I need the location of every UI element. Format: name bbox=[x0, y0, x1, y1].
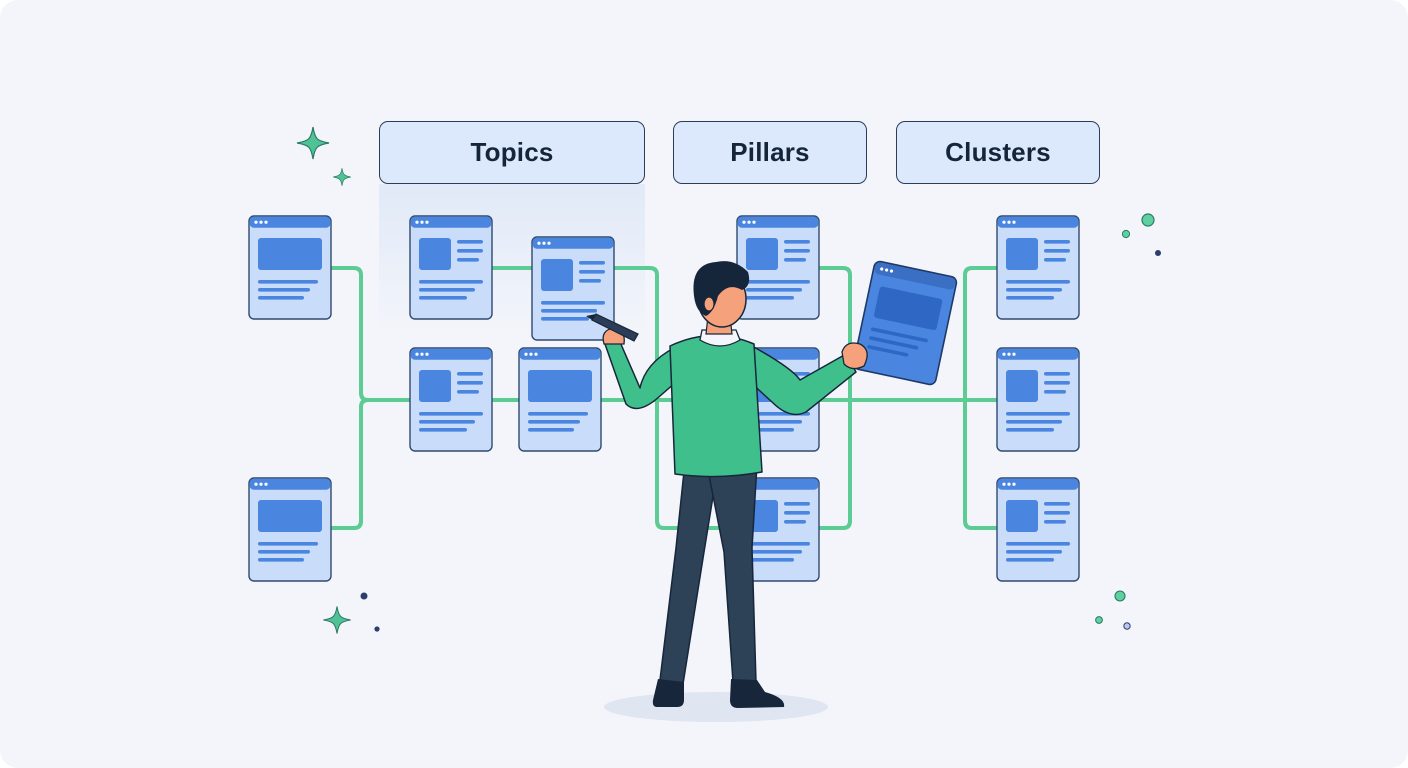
topics-header: Topics bbox=[379, 121, 645, 184]
right-hand bbox=[841, 342, 868, 370]
right-arm bbox=[747, 345, 857, 416]
sparkle-icon bbox=[296, 126, 330, 160]
dot-icon bbox=[374, 626, 380, 632]
left-shoe bbox=[652, 679, 684, 707]
browser-page-icon bbox=[409, 215, 493, 320]
browser-page-icon bbox=[248, 215, 332, 320]
torso bbox=[669, 334, 763, 478]
browser-page-icon bbox=[996, 477, 1080, 582]
ear bbox=[703, 296, 715, 312]
person-figure bbox=[586, 260, 958, 722]
pillars-header: Pillars bbox=[673, 121, 867, 184]
dot-icon bbox=[1141, 213, 1155, 227]
dot-icon bbox=[1155, 250, 1161, 256]
sparkle-icon bbox=[332, 167, 352, 187]
dot-icon bbox=[1095, 616, 1103, 624]
decorations bbox=[296, 126, 1161, 635]
browser-page-icon bbox=[736, 215, 820, 320]
browser-page-icon bbox=[248, 477, 332, 582]
dot-icon bbox=[1123, 622, 1131, 630]
right-leg bbox=[707, 463, 758, 683]
browser-page-icon bbox=[518, 347, 602, 452]
right-shoe bbox=[730, 679, 785, 708]
held-tablet bbox=[852, 260, 958, 386]
floor-shadow bbox=[604, 692, 828, 722]
clusters-header: Clusters bbox=[896, 121, 1100, 184]
dot-icon bbox=[360, 592, 368, 600]
sparkle-icon bbox=[322, 605, 352, 635]
browser-page-icon bbox=[996, 215, 1080, 320]
left-leg bbox=[659, 461, 717, 685]
browser-page-icon bbox=[409, 347, 493, 452]
browser-page-icon bbox=[996, 347, 1080, 452]
dot-icon bbox=[1121, 229, 1131, 239]
dot-icon bbox=[1114, 590, 1126, 602]
pen-icon bbox=[586, 313, 639, 342]
